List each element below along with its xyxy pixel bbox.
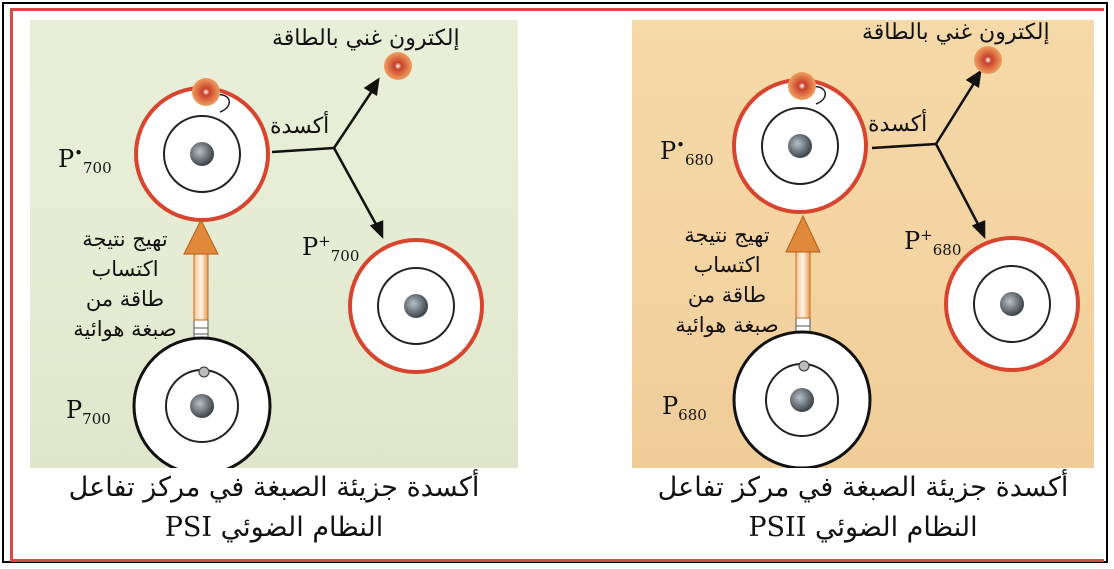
oxidized-molecule-psii <box>944 236 1080 372</box>
oxidation-label: أكسدة <box>270 114 330 139</box>
ground-molecule-psii <box>732 330 872 468</box>
figure-border <box>10 8 1104 562</box>
excitation-label: تهيج نتيجة اكتساب طاقة من صبغة هوائية <box>675 223 779 337</box>
energetic-electron-icon <box>384 52 412 80</box>
oxidation-label: أكسدة <box>868 112 928 137</box>
psi-caption: أكسدة جزيئة الصبغة في مركز تفاعل النظام … <box>30 468 518 548</box>
excited-pigment-label: P•680 <box>660 136 714 169</box>
ground-pigment-label: P700 <box>66 396 111 428</box>
psi-caption-line2: النظام الضوئي PSI <box>164 512 384 543</box>
psii-caption-line2: النظام الضوئي PSII <box>748 512 978 543</box>
energetic-electron-icon <box>974 46 1002 74</box>
excitation-label: تهيج نتيجة اكتساب طاقة من صبغة هوائية <box>73 227 177 341</box>
psii-caption: أكسدة جزيئة الصبغة في مركز تفاعل النظام … <box>632 468 1094 548</box>
oxidized-molecule-psi <box>348 238 484 374</box>
excitation-arrow-psi <box>183 218 219 341</box>
oxidation-arrows-psi <box>271 77 384 240</box>
excited-molecule-psii <box>732 72 868 214</box>
excitation-arrow-psii <box>785 214 821 339</box>
psi-caption-line1: أكسدة جزيئة الصبغة في مركز تفاعل <box>68 472 480 503</box>
excited-electron-icon <box>192 78 220 106</box>
oxidation-arrows-psii <box>871 69 986 240</box>
energetic-electron-label: إلكترون غني بالطاقة <box>272 26 460 51</box>
psi-diagram <box>132 52 484 468</box>
psii-diagram <box>732 46 1080 468</box>
excited-pigment-label: P•700 <box>58 144 112 177</box>
ground-pigment-label: P680 <box>662 392 707 424</box>
ground-molecule-psi <box>132 336 272 468</box>
psii-caption-line1: أكسدة جزيئة الصبغة في مركز تفاعل <box>657 472 1069 503</box>
excited-molecule-psi <box>134 78 270 222</box>
psi-panel: إلكترون غني بالطاقة أكسدة P•700 P+700 P7… <box>30 20 518 468</box>
psii-panel: إلكترون غني بالطاقة أكسدة P•680 P+680 P6… <box>632 20 1094 468</box>
energetic-electron-label: إلكترون غني بالطاقة <box>862 20 1050 45</box>
excited-electron-icon <box>788 72 816 100</box>
oxidized-pigment-label: P+700 <box>302 232 360 265</box>
oxidized-pigment-label: P+680 <box>904 226 962 259</box>
